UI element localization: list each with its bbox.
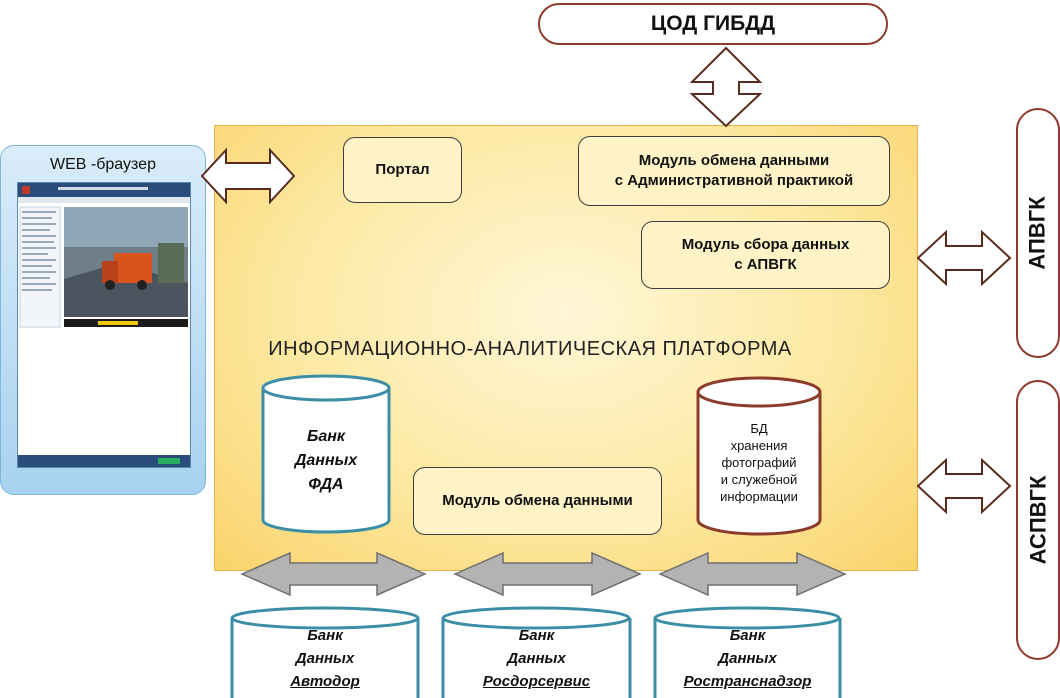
db-avtodor-line-2: Данных [295,650,355,667]
db-rosdorservis-line-3: Росдорсервис [482,673,591,690]
db-photo-line-5: информации [720,489,798,504]
data-exchange-label: Модуль обмена данными [442,491,633,509]
top-double-arrow [689,46,763,128]
db-rostransnadzor-cylinder [653,606,842,698]
db-photo-cylinder [696,376,822,536]
db-rostransnadzor-text: Банк Данных Ространснадзор [655,624,840,693]
platform-title: ИНФОРМАЦИОННО-АНАЛИТИЧЕСКАЯ ПЛАТФОРМА [268,338,792,360]
portal-label: Портал [375,160,430,178]
web-browser-label: WEB -браузер [50,156,156,173]
aspvgk-double-arrow [916,457,1012,515]
db-fda-line-3: ФДА [308,476,344,493]
db-fda-cylinder [261,374,391,534]
db-avtodor-cylinder [230,606,420,698]
db-rostransnadzor-line-3: Ространснадзор [683,673,812,690]
browser-double-arrow [200,147,296,205]
cod-gibdd-box: ЦОД ГИБДД [538,3,888,45]
db-rosdorservis-line-2: Данных [507,650,566,667]
db-rostransnadzor-line-2: Данных [718,650,777,667]
db-rosdorservis-text: Банк Данных Росдорсервис [443,624,630,693]
cod-gibdd-label: ЦОД ГИБДД [650,12,776,35]
bottom-arrow-rostransnadzor [658,551,847,597]
db-rosdorservis-line-1: Банк [518,627,555,644]
browser-screenshot-image [18,183,190,467]
collect-data-module: Модуль сбора данных с АПВГК [641,221,890,289]
db-fda-line-2: Данных [294,452,358,469]
data-exchange-module: Модуль обмена данными [413,467,662,535]
apvgk-box: АПВГК [1016,108,1060,358]
bottom-arrow-rosdorservis [453,551,642,597]
db-avtodor-text: Банк Данных Автодор [232,624,418,693]
collect-line-2: с АПВГК [734,256,797,273]
db-rosdorservis-cylinder [441,606,632,698]
collect-line-1: Модуль сбора данных [681,235,850,253]
admin-exchange-line-2: с Административной практикой [614,172,854,189]
db-avtodor-line-3: Автодор [290,673,360,690]
browser-screenshot-thumbnail [17,182,191,468]
portal-module: Портал [343,137,462,203]
db-photo-text: БД хранения фотографий и служебной инфор… [698,420,820,505]
db-photo-line-3: фотографий [721,455,797,470]
db-photo-line-2: хранения [730,438,788,453]
db-fda-text: Банк Данных ФДА [263,425,389,497]
admin-exchange-line-1: Модуль обмена данными [638,151,830,169]
db-photo-line-4: и служебной [720,472,798,487]
admin-exchange-module: Модуль обмена данными с Административной… [578,136,890,206]
bottom-arrow-avtodor [240,551,427,597]
db-avtodor-line-1: Банк [307,627,343,644]
aspvgk-box: АСПВГК [1016,380,1060,660]
db-photo-line-1: БД [750,421,768,436]
db-rostransnadzor-line-1: Банк [729,627,766,644]
apvgk-double-arrow [916,229,1012,287]
db-fda-line-1: Банк [307,428,345,445]
web-browser-panel: WEB -браузер [0,145,206,495]
